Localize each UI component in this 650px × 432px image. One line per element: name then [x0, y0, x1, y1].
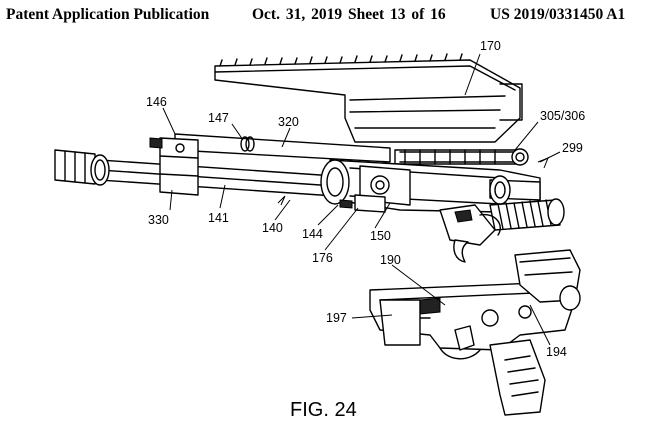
- ref-146: 146: [146, 95, 167, 109]
- trigger-group: [439, 204, 501, 263]
- ref-176: 176: [312, 251, 333, 265]
- ref-197: 197: [326, 311, 347, 325]
- ref-170: 170: [480, 39, 501, 53]
- ref-190: 190: [380, 253, 401, 267]
- ref-194: 194: [546, 345, 567, 359]
- ref-320: 320: [278, 115, 299, 129]
- bolt-carrier-assembly: [320, 159, 541, 213]
- recoil-spring: [489, 198, 565, 231]
- publication-number: US 2019/0331450 A1: [490, 6, 626, 23]
- ref-305-306: 305/306: [540, 109, 585, 123]
- gas-block: [149, 137, 199, 196]
- ref-330: 330: [148, 213, 169, 227]
- ref-141: 141: [208, 211, 229, 225]
- leader-lines: [162, 53, 561, 346]
- ref-299: 299: [562, 141, 583, 155]
- lower-receiver: [369, 249, 581, 416]
- ref-140: 140: [262, 221, 283, 235]
- ref-147: 147: [208, 111, 229, 125]
- operating-rod: [394, 148, 529, 166]
- reference-numerals: 170 305/306 299 146 147 320 330 141 140 …: [146, 39, 585, 359]
- ref-150: 150: [370, 229, 391, 243]
- publication-title: Patent Application Publication: [6, 6, 210, 23]
- ref-144: 144: [302, 227, 323, 241]
- figure-caption: FIG. 24: [290, 399, 357, 421]
- date-sheet: Oct. 31, 2019 Sheet 13 of 16: [252, 6, 446, 23]
- barrel: [54, 149, 336, 197]
- handguard: [214, 53, 523, 143]
